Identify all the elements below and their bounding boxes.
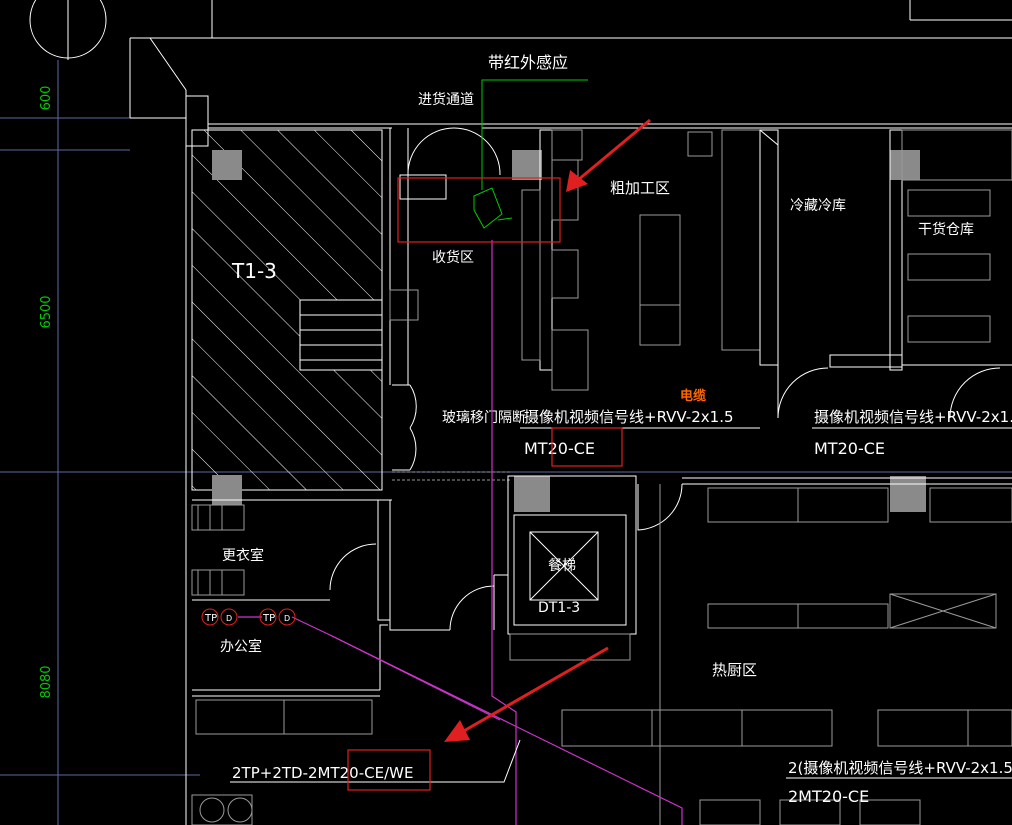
room-label-receiving-aisle: 进货通道 xyxy=(418,91,474,108)
dimension-600: 600 xyxy=(39,86,54,111)
room-label-glass-door: 玻璃移门隔断 xyxy=(442,409,526,426)
top-structure xyxy=(129,0,1012,825)
outlet-group-1: TP D xyxy=(201,608,238,626)
outlet-group-2: TP D xyxy=(259,608,296,626)
axis-bubble xyxy=(29,0,107,60)
dimension-chain: 600 6500 8080 xyxy=(39,60,66,825)
room-label-hot-kitchen: 热厨区 xyxy=(712,661,757,679)
label-a-line2: MT20-CE xyxy=(524,439,595,458)
cold-storage-area: 冷藏冷库 干货仓库 xyxy=(777,129,1012,419)
dimension-8080: 8080 xyxy=(39,665,54,698)
room-label-rough-processing: 粗加工区 xyxy=(610,179,670,197)
red-markups xyxy=(347,118,651,791)
camera-label-d: 2(摄像机视频信号线+RVV-2x1.5) 2MT20-CE xyxy=(786,759,1012,806)
label-b-line2: MT20-CE xyxy=(814,439,885,458)
room-label-t1-3: T1-3 xyxy=(231,259,277,283)
elevator-shaft-t1-3: T1-3 xyxy=(191,129,383,491)
ir-sensor-label: 带红外感应 xyxy=(488,53,568,72)
ir-sensor-line: 带红外感应 xyxy=(473,53,588,229)
outlet-tp-label: TP xyxy=(204,613,217,624)
label-d-line2: 2MT20-CE xyxy=(788,787,869,806)
rough-processing-area: 粗加工区 电缆 xyxy=(521,129,779,404)
room-label-locker-room: 更衣室 xyxy=(222,547,264,564)
label-d-line1: 2(摄像机视频信号线+RVV-2x1.5) xyxy=(788,759,1012,777)
receiving-area: 进货通道 收货区 玻璃移门隔断 xyxy=(389,91,526,481)
outlet-d-label: D xyxy=(284,614,290,623)
room-label-receiving-area: 收货区 xyxy=(432,249,474,266)
corridor-walls xyxy=(389,477,1012,825)
dimension-6500: 6500 xyxy=(39,295,54,328)
outlet-d-label: D xyxy=(226,614,232,623)
room-label-dt1-3: DT1-3 xyxy=(538,600,580,616)
room-label-cold-storage: 冷藏冷库 xyxy=(790,198,846,214)
cable-route xyxy=(238,240,683,825)
room-label-dry-goods: 干货仓库 xyxy=(918,221,974,238)
cable-note: 电缆 xyxy=(680,388,706,404)
label-b-line1: 摄像机视频信号线+RVV-2x1.5 xyxy=(814,408,1012,426)
camera-label-a: 摄像机视频信号线+RVV-2x1.5 MT20-CE xyxy=(520,408,760,458)
locker-office-area: 更衣室 办公室 xyxy=(191,499,392,825)
dumbwaiter-dt1-3: 餐梯 DT1-3 xyxy=(507,475,637,661)
label-a-line1: 摄像机视频信号线+RVV-2x1.5 xyxy=(524,408,734,426)
room-label-office: 办公室 xyxy=(220,638,262,655)
camera-label-b: 摄像机视频信号线+RVV-2x1.5 MT20-CE xyxy=(812,408,1012,458)
hot-kitchen-area: 热厨区 xyxy=(561,487,1012,825)
outlet-tp-label: TP xyxy=(262,613,275,624)
room-label-dumbwaiter: 餐梯 xyxy=(548,558,576,574)
label-c-line1: 2TP+2TD-2MT20-CE/WE xyxy=(232,764,413,782)
wiring-label-c: 2TP+2TD-2MT20-CE/WE xyxy=(230,739,521,783)
